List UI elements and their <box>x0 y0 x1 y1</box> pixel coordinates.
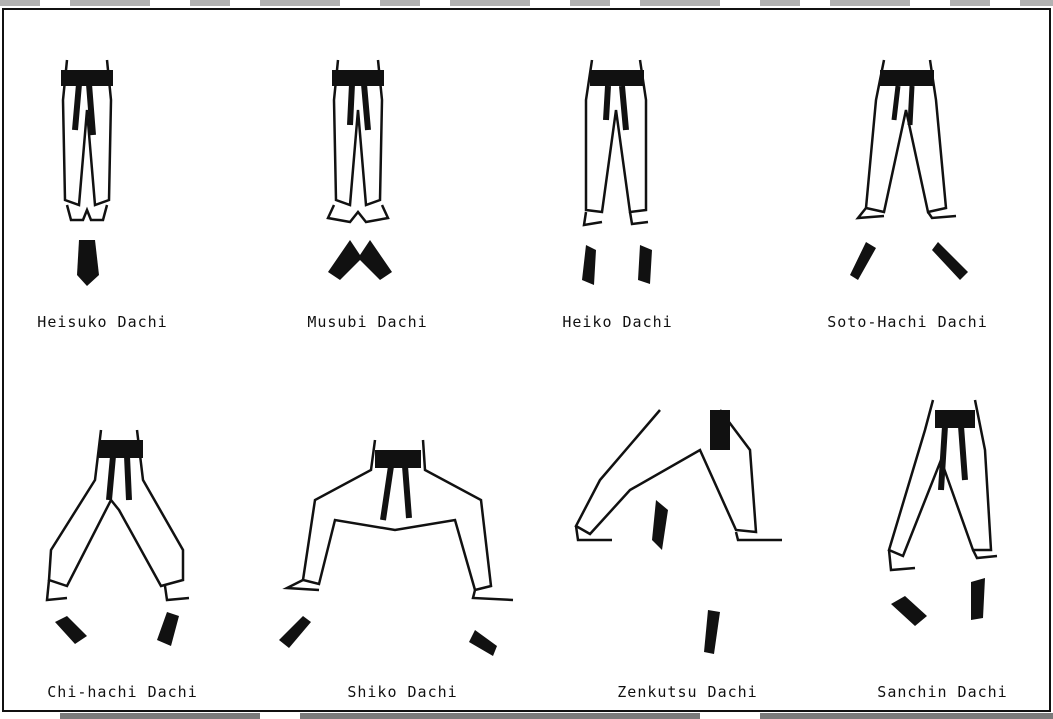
belt-icon <box>375 450 421 468</box>
stance-label: Heiko Dachi <box>490 313 745 331</box>
stance-musubi: Musubi Dachi <box>240 40 495 340</box>
soto-hachi-figure <box>780 40 1035 300</box>
feet-mark-icon <box>279 616 497 656</box>
stance-sanchin: Sanchin Dachi <box>815 390 1053 710</box>
stance-label: Musubi Dachi <box>240 313 495 331</box>
stance-heisuko: Heisuko Dachi <box>0 40 230 340</box>
belt-icon <box>935 410 975 428</box>
top-scan-edge <box>0 0 1053 6</box>
zenkutsu-figure <box>560 390 815 660</box>
stance-zenkutsu: Zenkutsu Dachi <box>560 390 815 710</box>
feet-mark-icon <box>77 240 99 286</box>
musubi-figure <box>240 40 495 300</box>
bottom-scan-edge <box>0 713 1053 719</box>
stance-label: Sanchin Dachi <box>815 683 1053 701</box>
stance-chi-hachi: Chi-hachi Dachi <box>0 390 250 710</box>
stance-label: Shiko Dachi <box>275 683 530 701</box>
belt-icon <box>880 70 934 86</box>
stance-label: Soto-Hachi Dachi <box>780 313 1035 331</box>
stance-label: Heisuko Dachi <box>0 313 230 331</box>
feet-mark-icon <box>328 240 392 280</box>
feet-mark-icon <box>850 242 968 280</box>
belt-icon <box>590 70 644 86</box>
sanchin-figure <box>815 390 1053 660</box>
feet-mark-icon <box>55 612 179 646</box>
feet-mark-icon <box>652 500 668 550</box>
heisuko-figure <box>0 40 230 300</box>
chi-hachi-figure <box>0 390 250 660</box>
feet-mark-icon <box>704 610 720 654</box>
stance-soto-hachi: Soto-Hachi Dachi <box>780 40 1035 340</box>
stance-label: Zenkutsu Dachi <box>560 683 815 701</box>
belt-icon <box>710 410 730 450</box>
stance-heiko: Heiko Dachi <box>490 40 745 340</box>
stance-shiko: Shiko Dachi <box>275 390 530 710</box>
belt-icon <box>99 440 143 458</box>
belt-icon <box>61 70 113 86</box>
feet-mark-icon <box>582 245 652 285</box>
stance-label: Chi-hachi Dachi <box>0 683 250 701</box>
feet-mark-icon <box>891 578 985 626</box>
belt-icon <box>332 70 384 86</box>
shiko-figure <box>275 390 530 660</box>
heiko-figure <box>490 40 745 300</box>
